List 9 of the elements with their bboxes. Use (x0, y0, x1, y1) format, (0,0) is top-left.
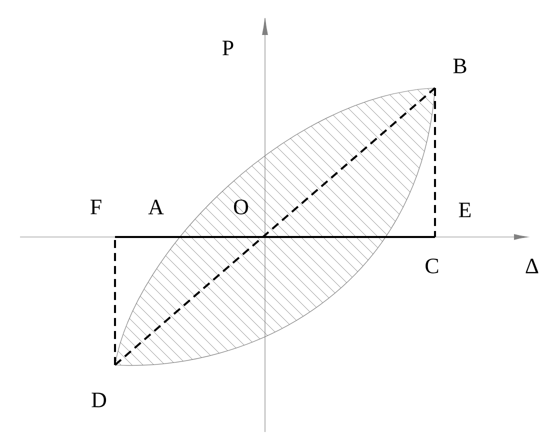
point-label: A (148, 200, 164, 214)
point-label: B (453, 58, 466, 74)
point-label: F (90, 200, 102, 214)
point-label: E (458, 202, 471, 218)
point-label: C (426, 258, 438, 274)
point-label: P (222, 40, 234, 56)
point-label: Δ (526, 258, 538, 274)
point-label: D (92, 392, 106, 408)
point-label: O (234, 200, 248, 214)
